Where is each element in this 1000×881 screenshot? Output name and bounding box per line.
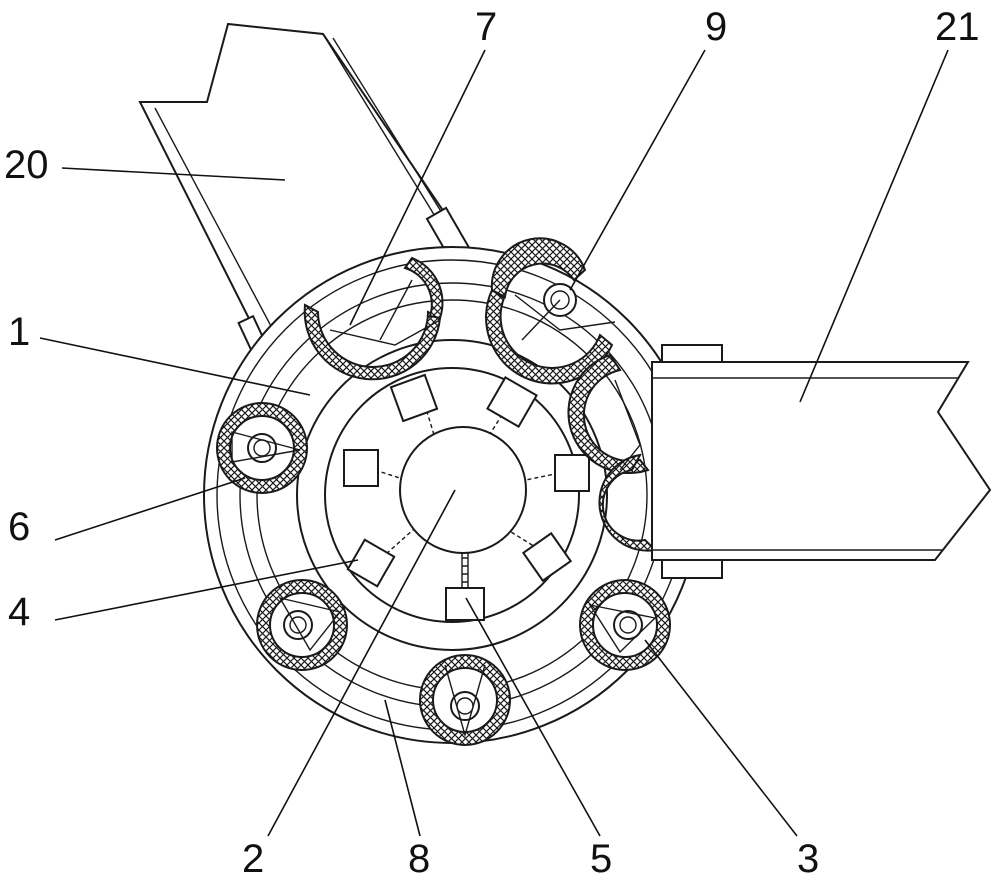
label-8: 8 bbox=[408, 837, 430, 881]
label-21: 21 bbox=[935, 5, 980, 49]
gripper-top-left bbox=[303, 256, 444, 381]
label-5: 5 bbox=[590, 837, 612, 881]
gripper-lower-right bbox=[579, 579, 671, 671]
gripper-lower-left bbox=[256, 579, 348, 671]
discharge-conveyor bbox=[651, 344, 992, 579]
label-7: 7 bbox=[475, 5, 497, 49]
label-9: 9 bbox=[705, 5, 727, 49]
label-20: 20 bbox=[4, 143, 49, 187]
label-3: 3 bbox=[797, 837, 819, 881]
leader-lines bbox=[39, 49, 949, 837]
label-2: 2 bbox=[242, 837, 264, 881]
label-1: 1 bbox=[8, 310, 30, 354]
label-6: 6 bbox=[8, 505, 30, 549]
hub-assembly bbox=[343, 373, 590, 621]
gripper-left bbox=[216, 402, 308, 494]
gripper-bottom bbox=[419, 654, 511, 746]
gripper-top-right bbox=[485, 237, 616, 385]
label-4: 4 bbox=[8, 590, 30, 634]
